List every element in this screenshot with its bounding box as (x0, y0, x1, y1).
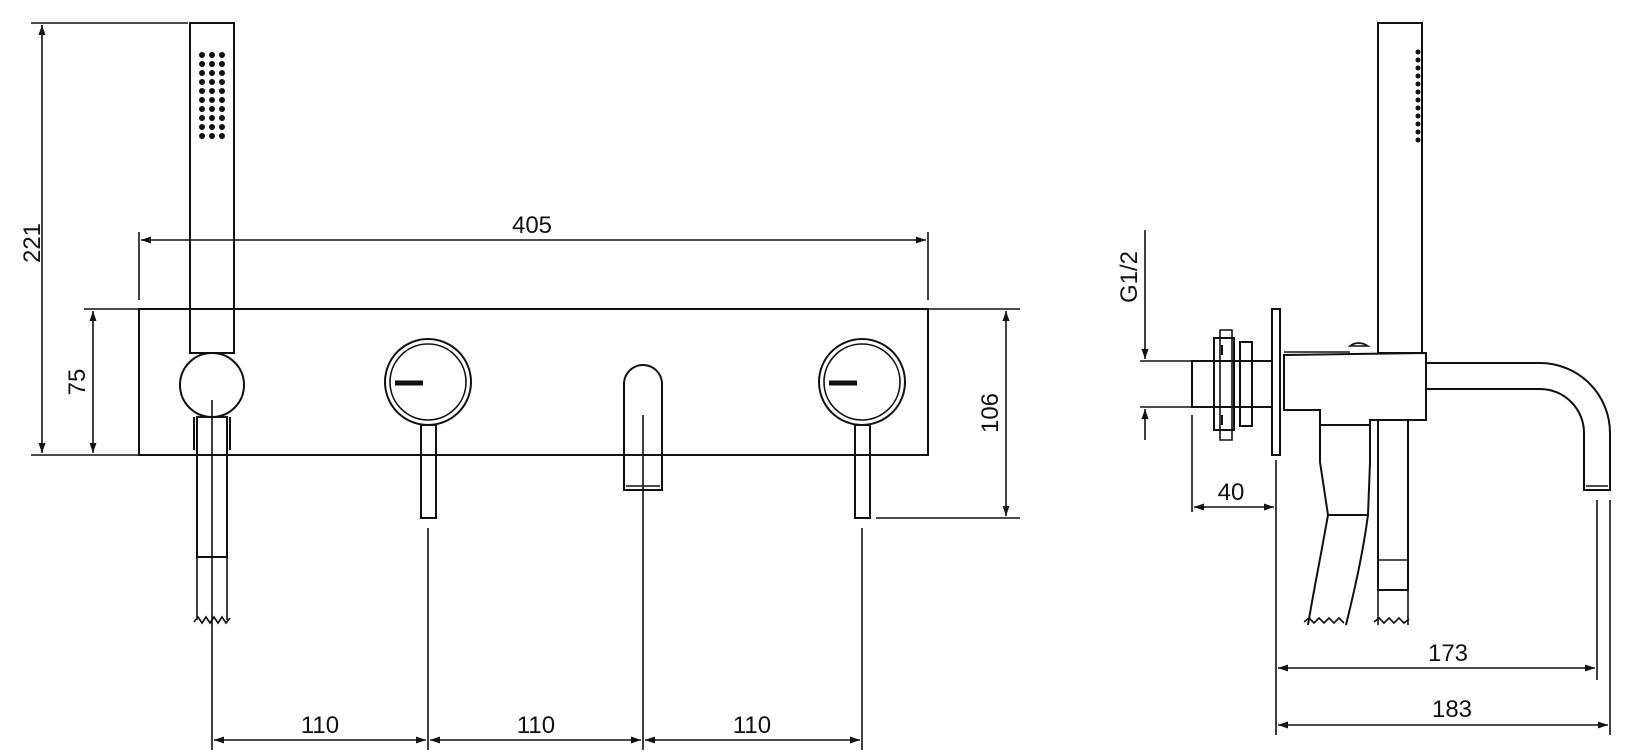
side-view: G1/2 40 173 183 (1116, 22, 1611, 735)
front-view: 221 405 75 106 110 110 110 (19, 22, 1020, 750)
shower-nozzles-side (1415, 49, 1421, 143)
dim-label-110-a: 110 (301, 712, 339, 739)
wall-plate (138, 308, 929, 456)
hand-shower (179, 22, 245, 625)
hand-shower-side (1377, 22, 1423, 354)
wall-connection (1191, 329, 1273, 441)
dim-label-110-c: 110 (733, 712, 771, 739)
dim-label-183: 183 (1432, 696, 1472, 723)
dim-label-405: 405 (512, 212, 552, 239)
mixer-handle-side (1303, 420, 1410, 626)
extension-lines-side (1140, 360, 1611, 735)
dim-label-40: 40 (1218, 479, 1245, 506)
dim-label-g12: G1/2 (1116, 251, 1143, 303)
mixer-body-side (1283, 351, 1427, 426)
dim-label-106: 106 (977, 393, 1004, 433)
extension-lines (31, 22, 1020, 750)
left-mixer-handle (384, 338, 472, 519)
dim-label-110-b: 110 (517, 712, 555, 739)
right-mixer-handle (818, 338, 906, 519)
spout-side (1426, 362, 1611, 491)
dim-label-221: 221 (19, 223, 46, 263)
wall-plate-side (1271, 308, 1281, 456)
shower-nozzles (199, 52, 225, 139)
dim-label-173: 173 (1428, 640, 1468, 667)
dim-label-75: 75 (64, 369, 91, 396)
